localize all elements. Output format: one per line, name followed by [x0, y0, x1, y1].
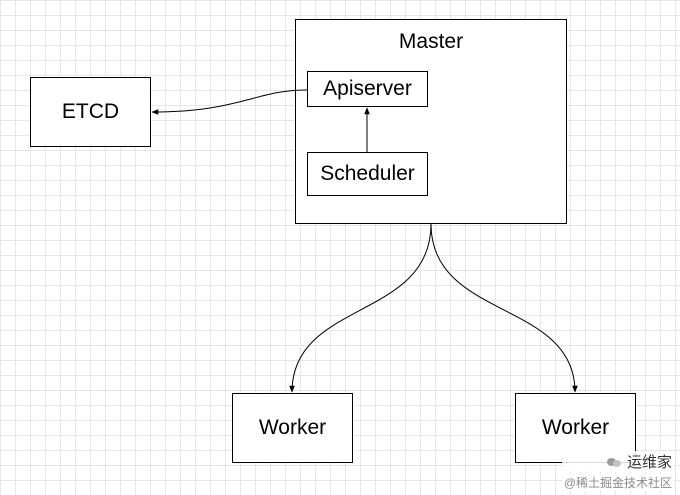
etcd-label: ETCD — [61, 100, 120, 123]
worker-right-label: Worker — [541, 416, 610, 439]
watermark-subtitle: @稀土掘金技术社区 — [561, 474, 674, 491]
edge-apiserver-to-etcd — [151, 89, 308, 115]
scheduler-label: Scheduler — [320, 162, 415, 185]
edge-master-to-worker-right — [430, 223, 578, 393]
edge-master-to-worker-left — [289, 223, 432, 393]
etcd-node[interactable]: ETCD — [30, 77, 151, 147]
watermark: 运维家 @稀土掘金技术社区 — [561, 451, 674, 491]
master-label: Master — [398, 30, 464, 53]
apiserver-label: Apiserver — [323, 77, 412, 100]
apiserver-node[interactable]: Apiserver — [307, 71, 428, 107]
watermark-title: 运维家 — [626, 454, 672, 471]
worker-left-label: Worker — [258, 416, 327, 439]
scheduler-node[interactable]: Scheduler — [307, 152, 428, 196]
worker-node-left[interactable]: Worker — [232, 393, 353, 463]
wechat-icon — [606, 456, 623, 468]
